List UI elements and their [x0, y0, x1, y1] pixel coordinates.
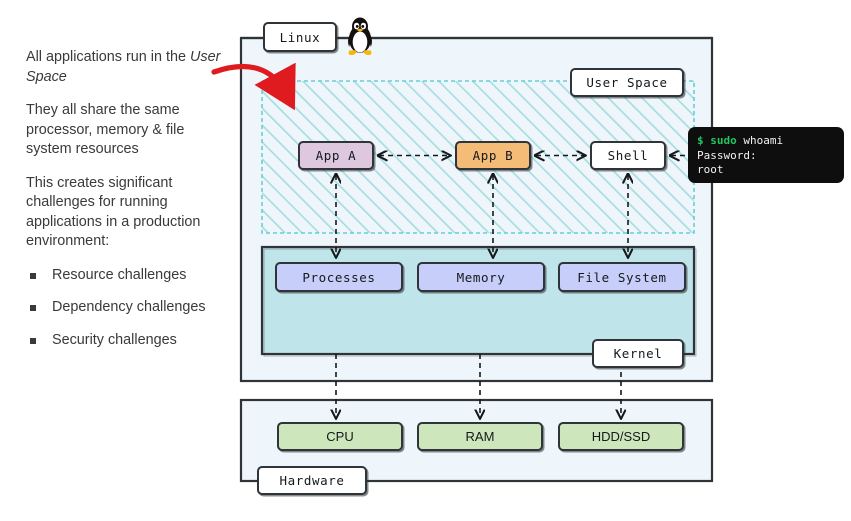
- paragraph-shared-resources: They all share the same processor, memor…: [26, 102, 185, 157]
- paragraph-challenges-intro: This creates significant challenges for …: [26, 174, 201, 250]
- list-item-label: Dependency challenges: [52, 299, 206, 315]
- paragraph-1-pre: All applications run in the: [26, 49, 190, 65]
- node-hdd-ssd[interactable]: HDD/SSD: [558, 422, 684, 451]
- square-bullet-icon: [30, 272, 36, 279]
- node-app-b[interactable]: App B: [455, 141, 531, 170]
- user-space-label: User Space: [570, 68, 684, 97]
- list-item-dependency: Dependency challenges: [26, 298, 222, 318]
- terminal-window[interactable]: $ sudo whoami Password: root: [688, 127, 844, 183]
- node-file-system[interactable]: File System: [558, 262, 686, 292]
- terminal-line-output: root: [697, 163, 724, 176]
- node-cpu[interactable]: CPU: [277, 422, 403, 451]
- paragraph-1-emphasis: User Space: [26, 49, 221, 85]
- list-item-label: Resource challenges: [52, 266, 187, 283]
- kernel-label: Kernel: [592, 339, 684, 368]
- terminal-line-command: $ sudo whoami: [697, 134, 835, 149]
- red-curved-arrow-icon: [211, 62, 296, 111]
- list-item-resource: Resource challenges: [26, 266, 222, 286]
- userspace-kernel-links: [336, 175, 628, 257]
- paragraph-user-space: All applications run in the User Space: [26, 48, 222, 87]
- terminal-line-password: Password:: [697, 148, 757, 162]
- terminal-command-whoami: whoami: [736, 134, 784, 147]
- node-shell[interactable]: Shell: [590, 141, 666, 170]
- node-processes[interactable]: Processes: [275, 262, 403, 292]
- challenges-bullet-list: Resource challenges Dependency challenge…: [26, 266, 222, 351]
- node-memory[interactable]: Memory: [417, 262, 545, 292]
- list-item-security: Security challenges: [26, 331, 222, 351]
- node-app-a[interactable]: App A: [298, 141, 374, 170]
- explanation-text-column: All applications run in the User Space T…: [26, 48, 222, 363]
- os-label-linux: Linux: [263, 22, 337, 52]
- terminal-prompt-sudo: $ sudo: [697, 134, 737, 147]
- list-item-label: Security challenges: [52, 331, 177, 348]
- square-bullet-icon: [30, 337, 36, 344]
- node-ram[interactable]: RAM: [417, 422, 543, 451]
- tux-penguin-icon: [347, 17, 373, 56]
- square-bullet-icon: [30, 305, 36, 311]
- hardware-label: Hardware: [257, 466, 367, 495]
